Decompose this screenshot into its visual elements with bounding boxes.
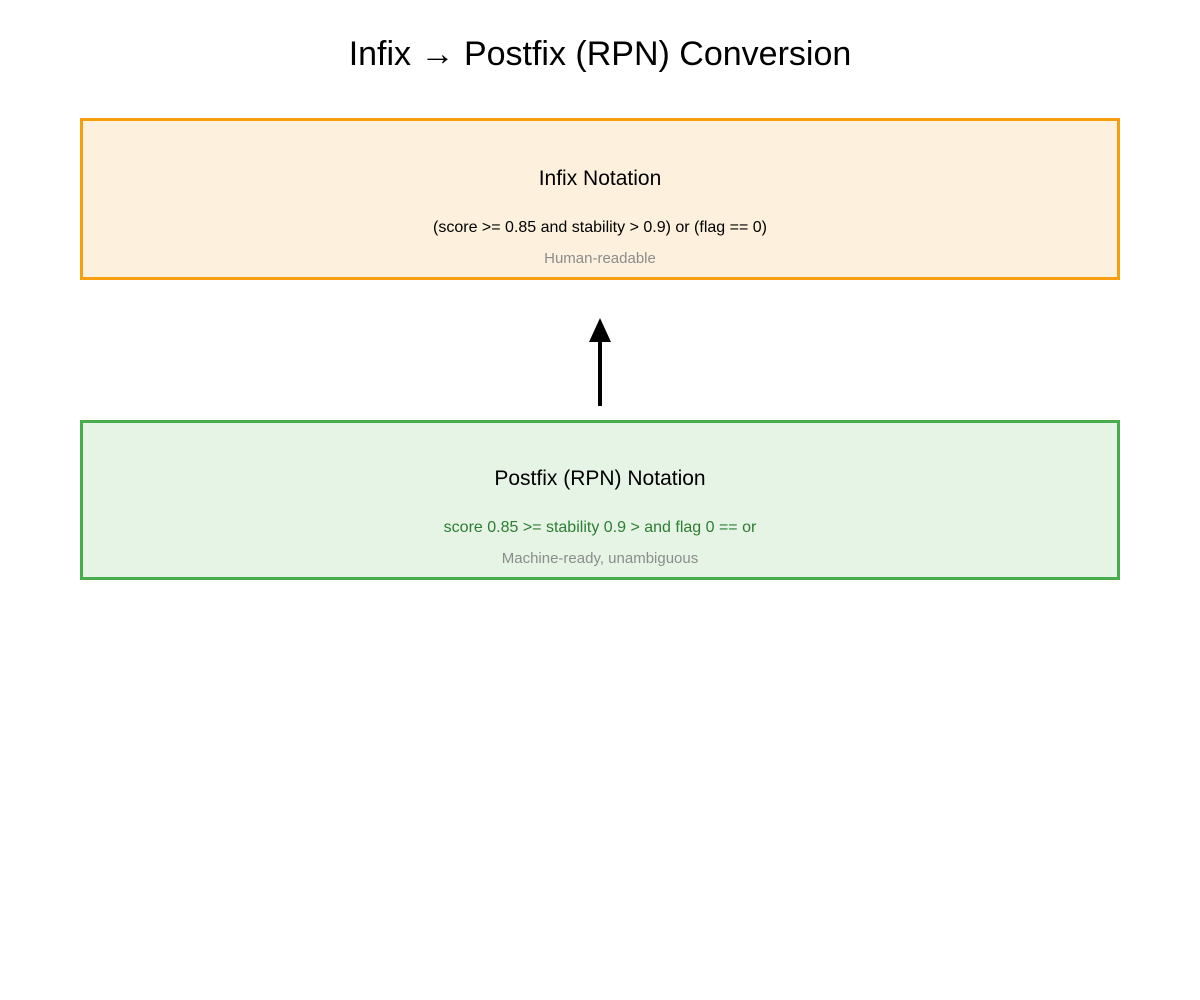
page-title: Infix → Postfix (RPN) Conversion (348, 35, 852, 73)
infix-expression-text: (score >= 0.85 and stability > 0.9) or (… (433, 219, 767, 236)
postfix-expression-text: score 0.85 >= stability 0.9 > and flag 0… (443, 519, 757, 536)
infix-notation-panel: Infix Notation (score >= 0.85 and stabil… (80, 118, 1120, 280)
infix-panel-caption: Human-readable (544, 250, 656, 267)
arrow-up-icon (589, 318, 611, 406)
conversion-flow-arrow (576, 314, 624, 410)
postfix-panel-title: Postfix (RPN) Notation (494, 467, 706, 490)
postfix-panel-caption: Machine-ready, unambiguous (501, 550, 699, 567)
postfix-notation-panel: Postfix (RPN) Notation score 0.85 >= sta… (80, 420, 1120, 580)
infix-panel-title: Infix Notation (538, 167, 662, 190)
